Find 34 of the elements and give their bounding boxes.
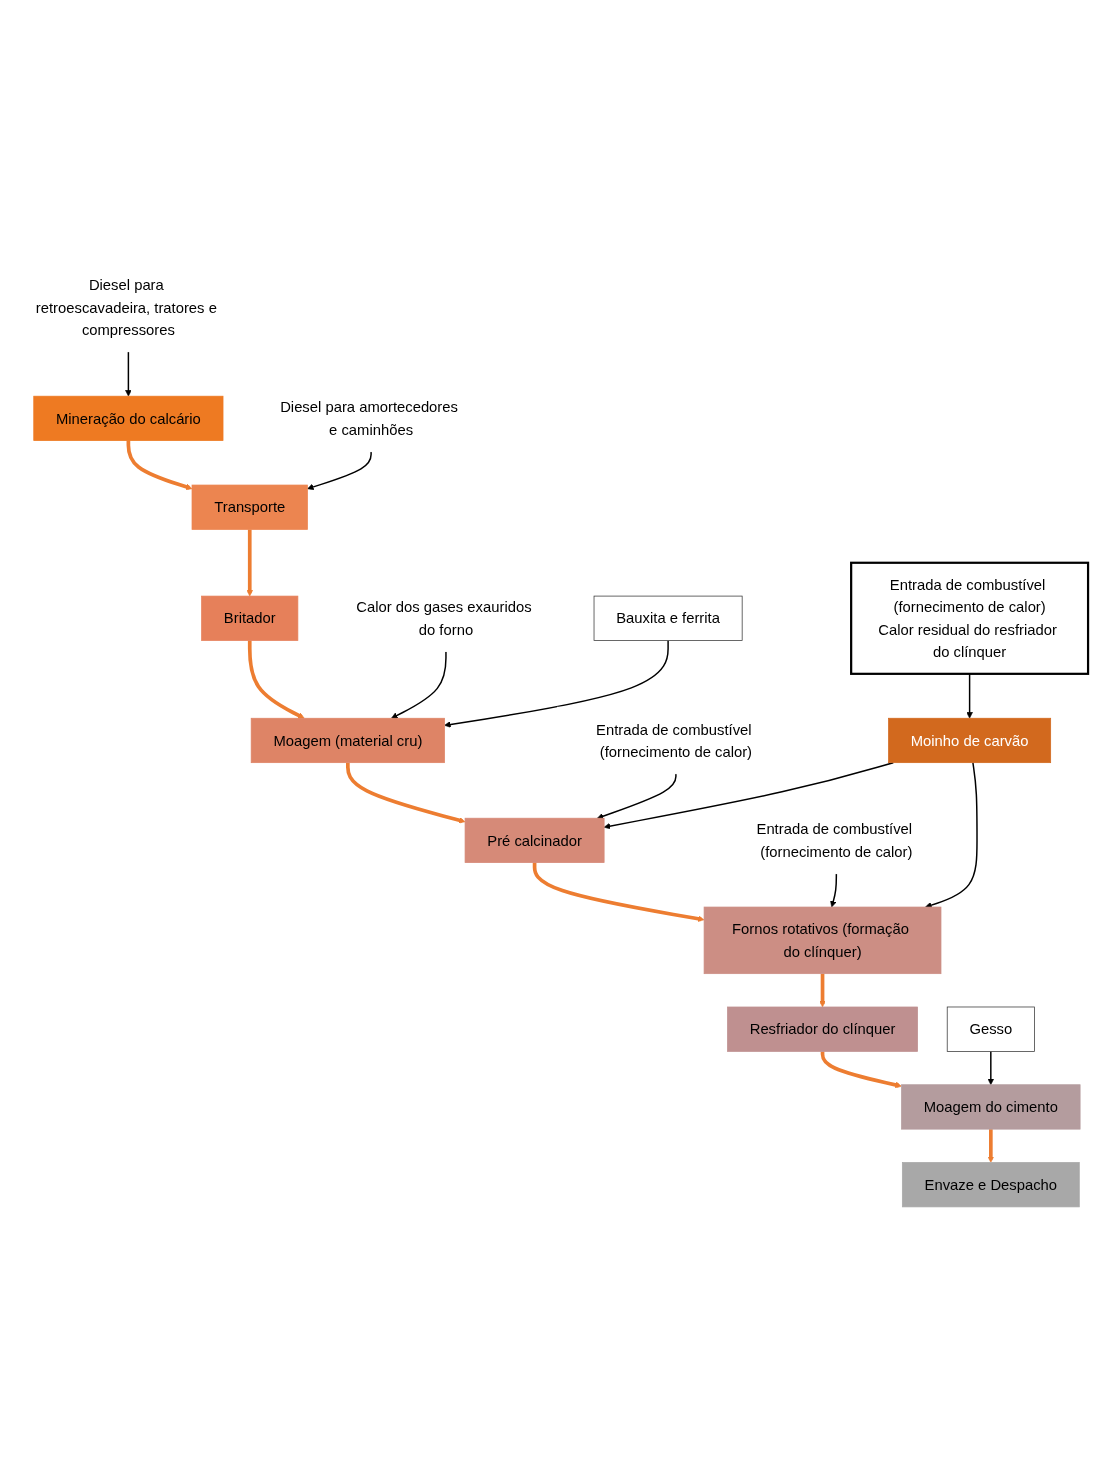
node-box: Pré calcinador bbox=[464, 817, 604, 863]
arrow bbox=[603, 761, 894, 829]
node-text: Diesel para amortecedores e caminhões bbox=[279, 398, 458, 438]
node-box: Moinho de carvão bbox=[887, 717, 1051, 763]
node-box: Moagem (material cru) bbox=[250, 717, 445, 763]
node-text: Calor dos gases exauridos do forno bbox=[355, 598, 532, 638]
node-box: Moagem do cimento bbox=[900, 1083, 1080, 1130]
node-box: Fornos rotativos (formação do clínquer) bbox=[703, 906, 941, 974]
node-box: Resfriador do clínquer bbox=[726, 1006, 918, 1052]
node-box: Gesso bbox=[946, 1006, 1035, 1052]
arrow bbox=[247, 640, 305, 719]
arrow bbox=[124, 350, 132, 397]
node-text: Diesel para retroescavadeira, tratores e compressores bbox=[35, 276, 217, 338]
arrow bbox=[390, 650, 447, 719]
node-box: Britador bbox=[200, 595, 298, 641]
node-text: Entrada de combustível (fornecimento de calor) bbox=[595, 720, 752, 760]
node-box: Entrada de combustível (fornecimento de calor) Calor residual do resfriador do clínquer bbox=[849, 561, 1089, 675]
node-box: Envaze e Despacho bbox=[901, 1161, 1080, 1207]
node-text: Entrada de combustível (fornecimento de calor) bbox=[756, 820, 912, 860]
node-box: Bauxita e ferrita bbox=[593, 595, 743, 641]
node-box: Mineração do calcário bbox=[32, 395, 223, 441]
arrow bbox=[126, 440, 192, 490]
arrow bbox=[596, 772, 677, 819]
arrow bbox=[987, 1128, 994, 1163]
node-box: Transporte bbox=[191, 484, 308, 530]
arrow bbox=[443, 639, 669, 728]
arrow bbox=[818, 973, 826, 1007]
arrow bbox=[306, 450, 372, 490]
arrow bbox=[924, 761, 978, 908]
arrow bbox=[987, 1050, 994, 1085]
arrow bbox=[829, 872, 837, 907]
arrow bbox=[532, 862, 704, 922]
arrow bbox=[246, 529, 253, 596]
arrow bbox=[345, 762, 465, 823]
